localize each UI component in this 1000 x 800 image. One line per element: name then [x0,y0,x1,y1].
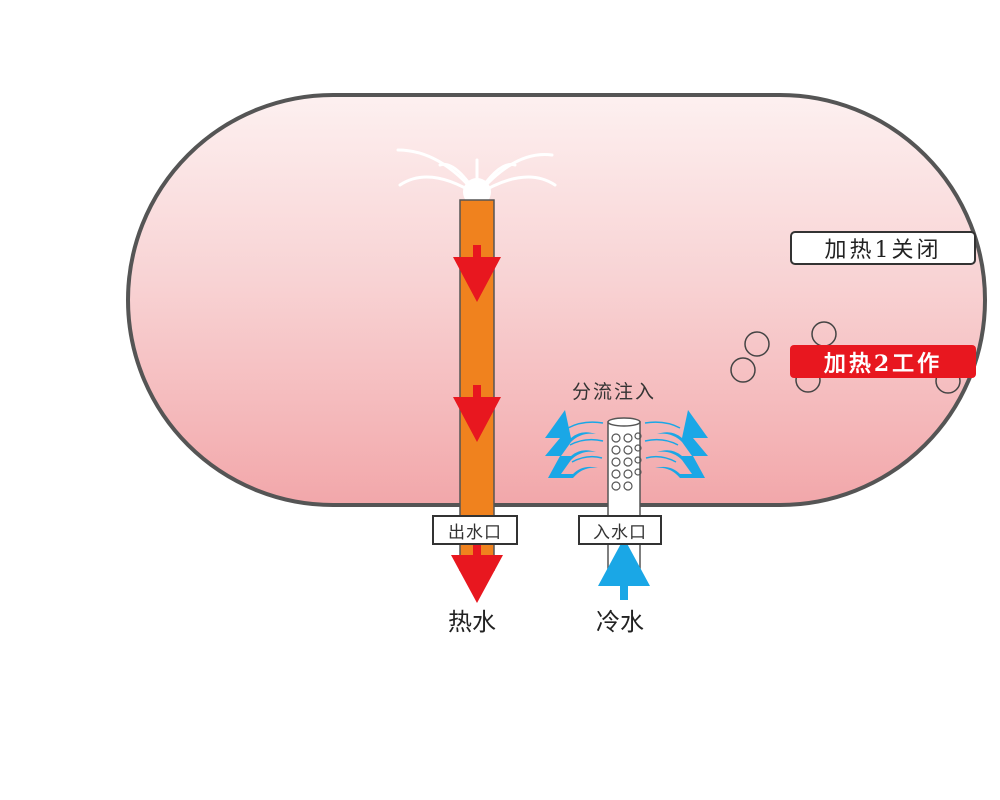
cold-water-label: 冷水 [596,608,644,636]
spray-icon [396,148,557,206]
up-arrow-icon [598,538,650,600]
heater1-status-label: 加热1关闭 [790,231,976,265]
hot-water-label: 热水 [448,608,496,636]
diverted-flow-icon [545,410,708,478]
hot-water-arrows [451,245,503,603]
down-arrow-icon [451,545,503,603]
outlet-label: 出水口 [432,515,518,545]
perforation-holes [611,432,642,491]
down-arrow-icon [453,385,501,442]
heater2-status-label: 加热2工作 [790,345,976,378]
inlet-label: 入水口 [578,515,662,545]
tank [126,93,987,507]
down-arrow-icon [453,245,501,302]
diverted-injection-label: 分流注入 [572,381,657,403]
